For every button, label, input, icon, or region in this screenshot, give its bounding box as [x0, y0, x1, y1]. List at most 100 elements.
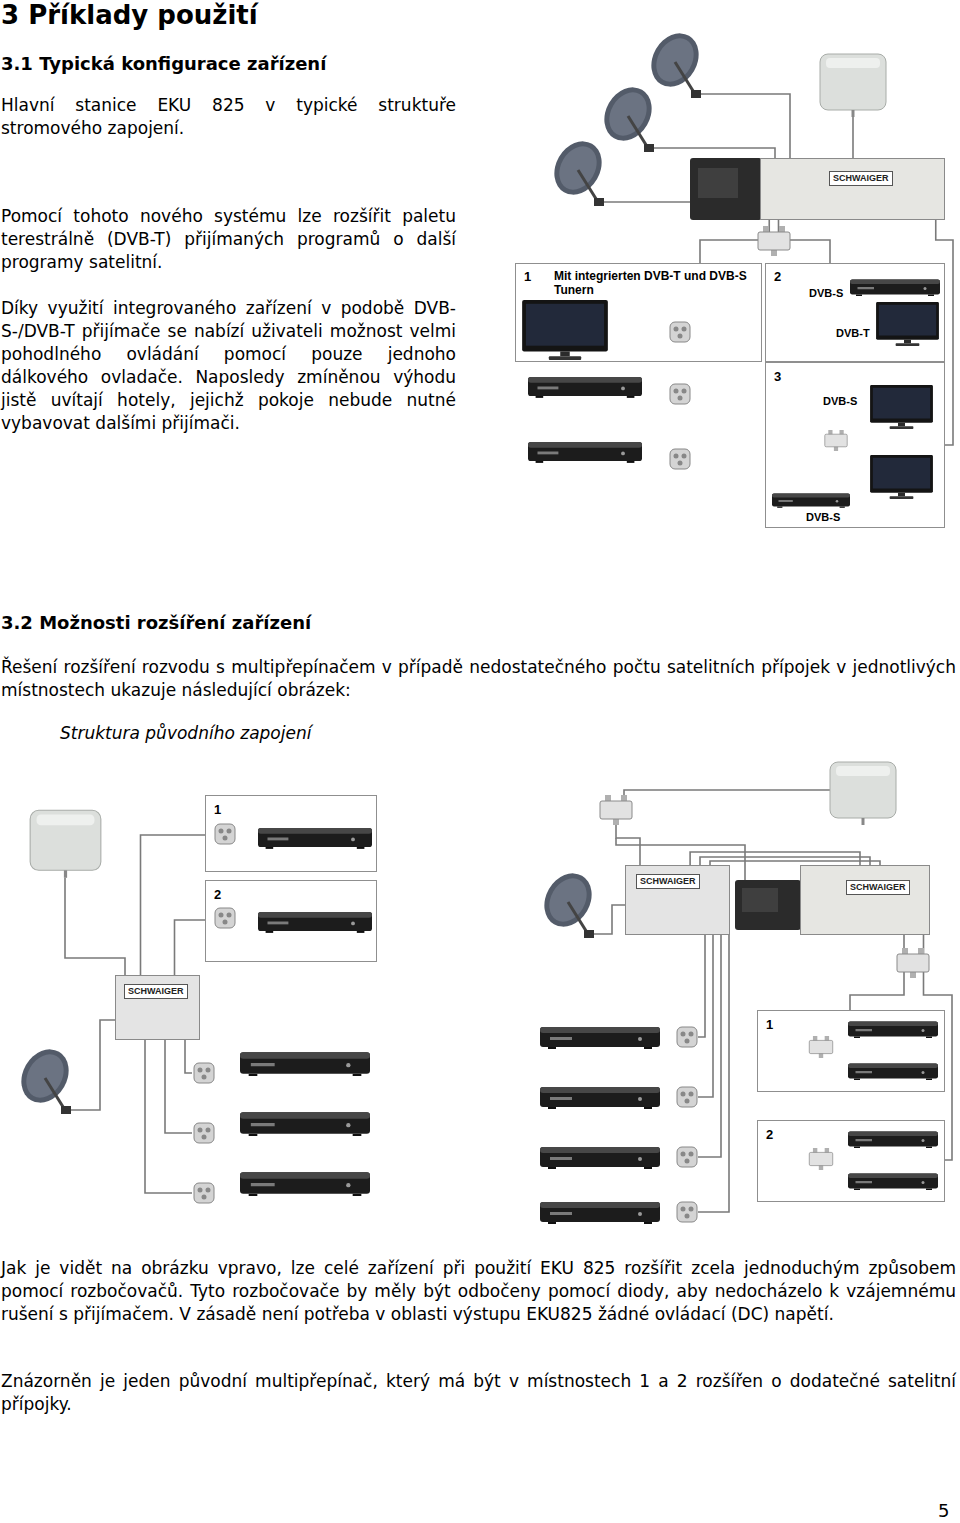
receiver — [258, 828, 372, 849]
coax-cable — [65, 878, 125, 975]
splitter — [809, 1148, 832, 1170]
wall-socket — [670, 322, 690, 342]
room-panel: 2 — [205, 880, 377, 962]
room-panel: 2DVB-S DVB-T — [765, 263, 945, 362]
tv-set — [876, 302, 939, 346]
satellite-dish — [12, 1041, 78, 1114]
terrestrial-antenna — [820, 54, 886, 117]
callout-number: 2 — [766, 1127, 773, 1142]
figure-caption: Struktura původního zapojení — [60, 722, 560, 745]
callout-number: 2 — [214, 887, 221, 902]
coax-cable — [165, 1040, 192, 1133]
splitter — [897, 948, 929, 978]
splitter — [825, 430, 847, 451]
splitter — [809, 1036, 832, 1058]
callout-number: 1 — [214, 802, 221, 817]
callout-number: 3 — [774, 369, 781, 384]
body-paragraph: Díky využití integrovaného zařízení v po… — [1, 297, 456, 435]
receiver — [528, 377, 642, 398]
dvbt-module-face — [698, 168, 738, 198]
tv-set — [522, 300, 608, 360]
room-panel: 1 Mit integrierten DVB-T und DVB-S Tunern — [515, 263, 762, 362]
receiver — [240, 1172, 370, 1196]
coax-cable — [589, 905, 625, 934]
wall-socket — [670, 449, 690, 469]
receiver — [240, 1052, 370, 1076]
brand-logo: SCHWAIGER — [829, 171, 893, 186]
room-panel: 3DVB-S DVB-S — [765, 362, 945, 528]
coax-cable — [599, 201, 690, 203]
wall-socket — [215, 824, 235, 844]
wall-socket — [677, 1087, 697, 1107]
body-paragraph: Znázorněn je jeden původní multipřepínač… — [1, 1370, 956, 1416]
coax-cable — [649, 148, 775, 158]
receiver — [540, 1087, 660, 1109]
dvbt-module-face — [742, 888, 778, 912]
terrestrial-antenna — [30, 810, 101, 878]
brand-logo: SCHWAIGER — [636, 874, 700, 889]
receiver — [240, 1112, 370, 1136]
wall-socket — [677, 1202, 697, 1222]
coax-cable — [66, 1020, 115, 1110]
receiver — [540, 1147, 660, 1169]
coax-connector — [850, 935, 904, 1010]
body-paragraph: Hlavní stanice EKU 825 v typické struktu… — [1, 94, 456, 140]
receiver — [540, 1202, 660, 1224]
coax-cable — [698, 935, 729, 1212]
tv-set — [870, 455, 933, 499]
receiver-type: DVB-S — [809, 287, 843, 300]
dvbt-module — [735, 880, 801, 930]
receiver — [848, 1022, 938, 1039]
room-panel: 1 — [205, 795, 377, 872]
receiver — [848, 1174, 938, 1191]
coax-cable — [698, 935, 713, 1097]
room-panel: 1 — [757, 1010, 945, 1092]
coax-cable — [696, 94, 790, 158]
dvbt-module — [690, 158, 762, 220]
section-heading: 3.2 Možnosti rozšíření zařízení — [1, 611, 601, 634]
receiver-type: DVB-T — [836, 327, 870, 340]
wall-socket — [215, 908, 235, 928]
coax-cable — [698, 935, 705, 1037]
coax-cable — [185, 1040, 192, 1073]
coax-cable — [698, 935, 721, 1157]
receiver-type: DVB-S — [806, 511, 840, 524]
brand-logo: SCHWAIGER — [846, 880, 910, 895]
wall-socket — [677, 1147, 697, 1167]
satellite-dish — [642, 25, 708, 98]
callout-number: 1 — [766, 1017, 773, 1032]
splitter — [758, 226, 790, 256]
callout-number: 2 — [774, 269, 781, 284]
body-paragraph: Jak je vidět na obrázku vpravo, lze celé… — [1, 1257, 956, 1326]
wall-socket — [677, 1027, 697, 1047]
receiver — [540, 1027, 660, 1049]
room-panel: 2 — [757, 1120, 945, 1202]
satellite-dish — [545, 133, 611, 206]
receiver — [848, 1132, 938, 1149]
multiswitch: SCHWAIGER — [115, 975, 200, 1040]
splitter — [600, 795, 632, 825]
receiver — [528, 442, 642, 463]
body-paragraph: Pomocí tohoto nového systému lze rozšíři… — [1, 205, 456, 274]
coax-cable — [145, 1040, 192, 1193]
section-heading: 3.1 Typická konfigurace zařízení — [1, 52, 601, 75]
page-title: 3 Příklady použití — [1, 0, 258, 30]
receiver — [772, 494, 850, 508]
callout-number: 1 — [524, 269, 531, 284]
coax-cable — [852, 117, 854, 158]
receiver-type: DVB-S — [823, 395, 857, 408]
wall-socket — [194, 1063, 214, 1083]
head-end-unit: SCHWAIGER — [800, 865, 930, 935]
tv-set — [870, 385, 933, 429]
coax-connector — [175, 920, 206, 975]
satellite-dish — [595, 79, 661, 152]
receiver — [848, 1064, 938, 1081]
panel-heading: Mit integrierten DVB-T und DVB-S Tunern — [554, 269, 749, 297]
body-paragraph: Řešení rozšíření rozvodu s multipřepínač… — [1, 656, 956, 702]
wall-socket — [670, 384, 690, 404]
receiver — [258, 912, 372, 933]
brand-logo: SCHWAIGER — [124, 984, 188, 999]
receiver — [850, 280, 940, 297]
satellite-dish — [535, 865, 601, 938]
wall-socket — [194, 1183, 214, 1203]
